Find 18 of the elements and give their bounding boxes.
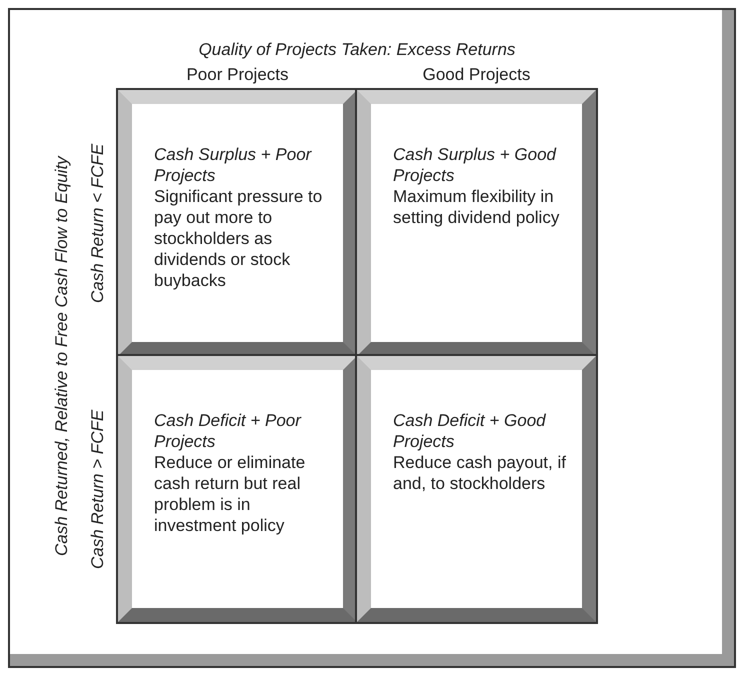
column-header: Poor Projects bbox=[185, 65, 290, 85]
quadrant-box bbox=[118, 90, 357, 356]
row-header: Cash Return < FCFE bbox=[87, 142, 108, 305]
quadrant-box bbox=[357, 90, 596, 356]
column-header: Good Projects bbox=[422, 65, 532, 85]
axis-title: Quality of Projects Taken: Excess Returns bbox=[198, 40, 516, 60]
quadrant-text: Reduce cash payout, if and, to stockholders bbox=[393, 452, 566, 494]
row-header: Cash Return > FCFE bbox=[87, 408, 108, 571]
axis-title: Cash Returned, Relative to Free Cash Flow to Equity bbox=[51, 154, 72, 558]
quadrant-heading: Cash Surplus + Poor Projects bbox=[154, 144, 313, 186]
quadrant-heading: Cash Deficit + Good Projects bbox=[393, 410, 547, 452]
quadrant-heading: Cash Surplus + Good Projects bbox=[393, 144, 558, 186]
quadrant-text: Significant pressure to pay out more to stockholders as dividends or stock buybacks bbox=[154, 186, 324, 291]
quadrant-box bbox=[118, 356, 357, 622]
quadrant-text: Maximum flexibility in setting dividend policy bbox=[393, 186, 560, 228]
quadrant-text: Reduce or eliminate cash return but real problem is in investment policy bbox=[154, 452, 306, 536]
quadrant-box bbox=[357, 356, 596, 622]
quadrant-heading: Cash Deficit + Poor Projects bbox=[154, 410, 302, 452]
